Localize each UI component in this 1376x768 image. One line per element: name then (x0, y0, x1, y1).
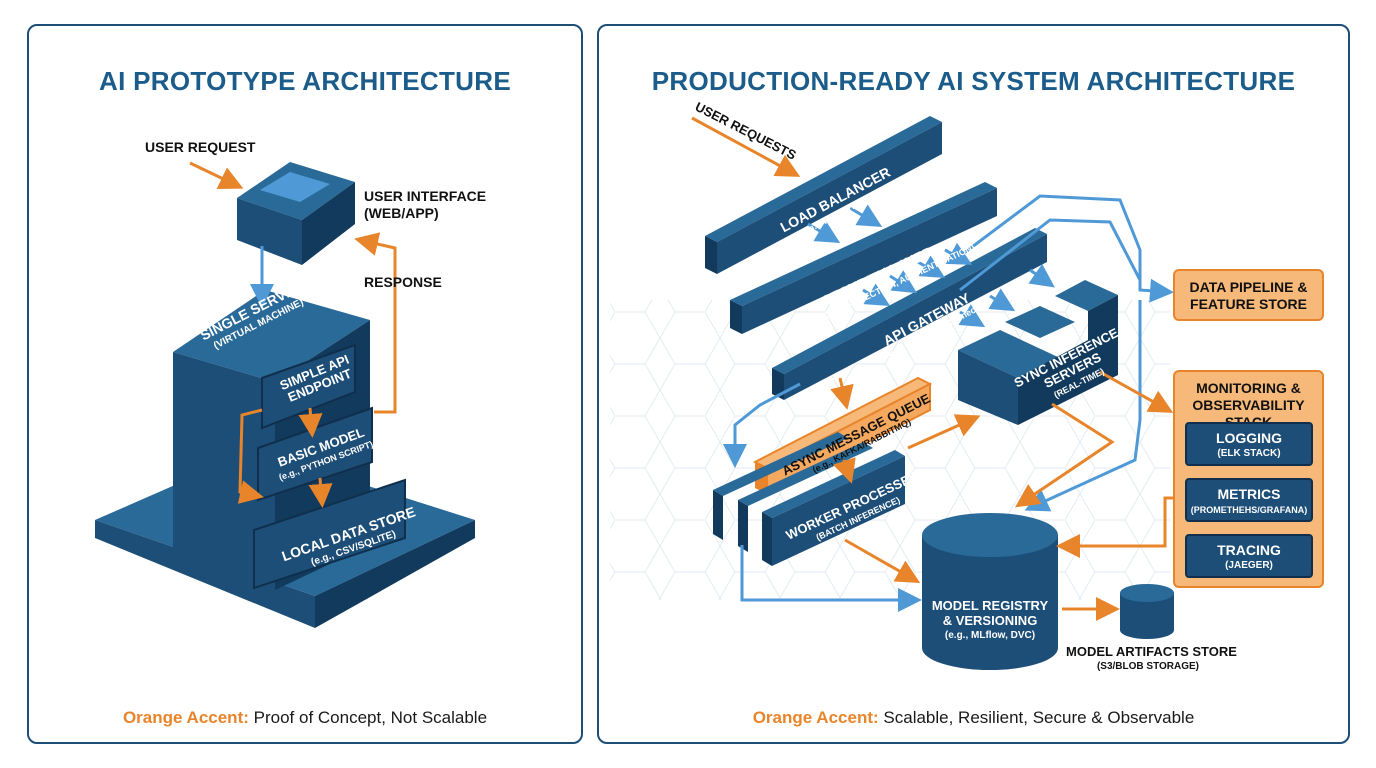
metrics-sub: (PROMETHEHS/GRAFANA) (1190, 505, 1308, 515)
api-to-model-arrow (298, 407, 323, 438)
user-interface-label: USER INTERFACE (WEB/APP) (364, 188, 486, 222)
sync-inference-servers (958, 280, 1118, 425)
metrics-box: METRICS (PROMETHEHS/GRAFANA) (1185, 478, 1313, 522)
load-balancer-bar (705, 116, 942, 274)
model-registry-cylinder (922, 513, 1058, 670)
response-label: RESPONSE (364, 274, 442, 290)
model-artifacts-title: MODEL ARTIFACTS STORE (1066, 644, 1237, 659)
model-artifacts-sub: (S3/BLOB STORAGE) (1096, 661, 1200, 672)
prototype-footer: Orange Accent: Proof of Concept, Not Sca… (29, 708, 581, 728)
security-layer-bar (730, 182, 997, 334)
bar-flow-arrows (807, 204, 1055, 328)
prototype-title: AI PROTOTYPE ARCHITECTURE (99, 66, 511, 96)
user-interface-sub: (WEB/APP) (364, 205, 439, 221)
model-registry-line2: & VERSIONING (942, 613, 1038, 628)
prototype-footer-accent: Orange Accent: (122, 708, 249, 727)
monitoring-line1: MONITORING & (1196, 380, 1301, 396)
local-store-box (253, 478, 406, 590)
production-footer-accent: Orange Accent: (752, 708, 879, 727)
logging-box: LOGGING (ELK STACK) (1185, 422, 1313, 466)
model-registry-line1: MODEL REGISTRY (931, 598, 1049, 613)
tracing-box: TRACING (JAEGER) (1185, 534, 1313, 578)
data-pipeline-box: DATA PIPELINE & FEATURE STORE (1173, 269, 1324, 321)
logging-sub: (ELK STACK) (1217, 448, 1281, 459)
model-to-store-arrow (308, 477, 333, 508)
routing-arrows-orange (830, 370, 1185, 621)
routing-arrows-blue (723, 194, 1174, 612)
prototype-footer-text: Proof of Concept, Not Scalable (248, 708, 488, 727)
user-interface-title: USER INTERFACE (364, 188, 487, 204)
user-request-arrow (189, 161, 244, 190)
production-footer-text: Scalable, Resilient, Secure & Observable (878, 708, 1195, 727)
model-artifacts-label: MODEL ARTIFACTS STORE (S3/BLOB STORAGE) (1066, 644, 1237, 674)
monitoring-stack-box: MONITORING & OBSERVABILITY STACK LOGGING… (1173, 370, 1324, 588)
worker-processes-stack (713, 432, 905, 566)
model-artifacts-cylinder (1120, 584, 1174, 639)
data-pipeline-line2: FEATURE STORE (1190, 296, 1307, 312)
data-pipeline-line1: DATA PIPELINE & (1189, 279, 1308, 295)
logging-label: LOGGING (1215, 430, 1283, 446)
production-title: PRODUCTION-READY AI SYSTEM ARCHITECTURE (651, 66, 1296, 96)
tracing-label: TRACING (1217, 542, 1281, 558)
async-queue-bar (752, 376, 933, 496)
user-request-label: USER REQUEST (145, 139, 256, 155)
tracing-sub: (JAEGER) (1225, 560, 1273, 571)
user-requests-arrow (691, 116, 801, 177)
api-gateway-bar (772, 228, 1047, 400)
response-arrow (354, 232, 397, 414)
model-registry-sub: (e.g., MLflow, DVC) (944, 630, 1036, 641)
model-registry-label: MODEL REGISTRY & VERSIONING (e.g., MLflo… (925, 598, 1055, 643)
user-interface-box (237, 162, 355, 265)
internal-loop-arrow (237, 408, 264, 504)
production-footer: Orange Accent: Scalable, Resilient, Secu… (599, 708, 1348, 728)
metrics-label: METRICS (1217, 486, 1281, 502)
